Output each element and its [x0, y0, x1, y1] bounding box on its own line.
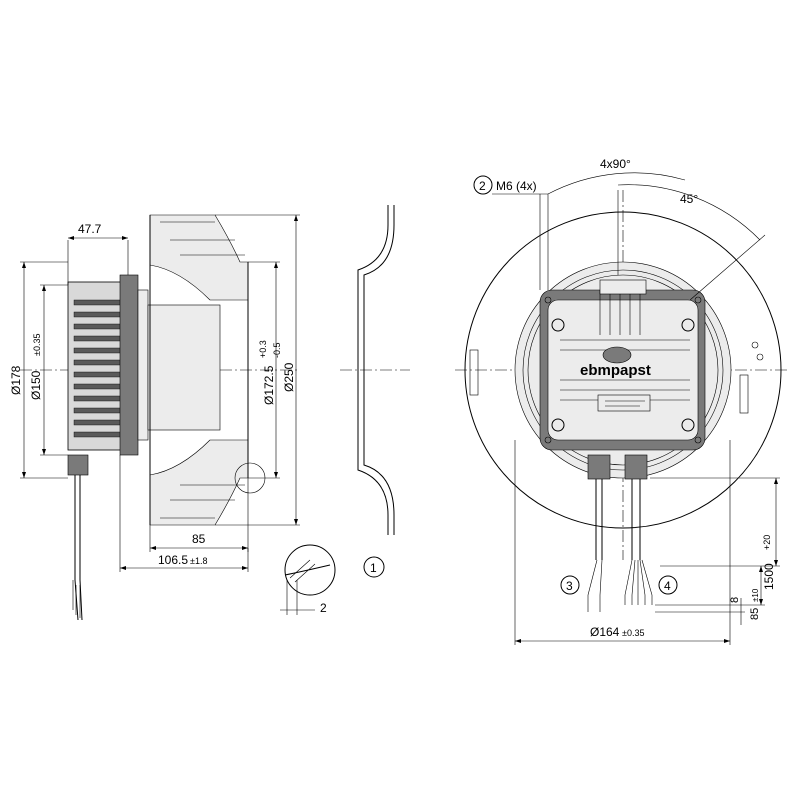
dim-85b-tol: ±10 — [751, 588, 760, 602]
mount-hole-tr — [681, 318, 695, 332]
dim-4x90: 4x90° — [600, 157, 631, 171]
dim-85: 85 — [192, 532, 206, 546]
dim-172-5-tol-plus: +0.3 — [258, 340, 268, 358]
cable-gland — [67, 454, 89, 476]
detail-view-circle — [284, 544, 336, 596]
impeller-upper — [149, 214, 249, 301]
mount-hole-tl — [551, 318, 565, 332]
product-label — [597, 394, 651, 412]
dim-150: Ø150 — [29, 370, 43, 400]
outer-ring — [464, 211, 782, 529]
dim-47-7: 47.7 — [78, 222, 102, 236]
dim-85b: 85 — [749, 608, 761, 620]
rotor — [147, 304, 221, 431]
gland-left — [587, 454, 611, 480]
dim-45: 45° — [680, 192, 698, 206]
dim-106-5: 106.5 — [158, 553, 188, 567]
dim-172-5: Ø172.5 — [262, 365, 276, 405]
callout-1-circle — [363, 556, 385, 578]
brand-logo: ebmpapst — [580, 362, 651, 379]
dim-2: 2 — [320, 601, 327, 615]
inlet-ring-view: 1 — [340, 205, 410, 578]
dim-178: Ø178 — [9, 365, 23, 395]
dim-1500-tol: +20 — [762, 535, 772, 550]
callout-4: 4 — [664, 579, 671, 593]
callout-1: 1 — [370, 561, 377, 575]
arc-4x90 — [547, 172, 686, 195]
dim-150-tol: ±0.35 — [32, 334, 42, 356]
arc-45 — [617, 184, 761, 241]
front-view: ebmpapst 3 4 2 M6 (4x) 4x90° — [455, 157, 790, 645]
dim-106-5-tol: ±1.8 — [190, 556, 207, 566]
dim-172-5-tol-minus: -0.5 — [272, 342, 282, 358]
callout-2: 2 — [479, 179, 486, 193]
label-m6: M6 (4x) — [496, 179, 537, 193]
dim-164-tol: ±0.35 — [622, 628, 644, 638]
detail-marker-circle — [234, 462, 266, 494]
dim-164: Ø164 — [590, 625, 620, 639]
board-traces — [560, 290, 690, 401]
side-view: 47.7 Ø178 Ø150 ±0.35 Ø172.5 +0.3 -0.5 Ø2… — [9, 214, 336, 621]
mount-hole-br — [681, 418, 695, 432]
flange-plate — [119, 274, 139, 456]
cable-3 — [595, 479, 603, 560]
gland-right — [624, 454, 648, 480]
impeller-lower — [149, 439, 249, 526]
inlet-ring-profile — [357, 205, 389, 535]
mount-hole-bl — [551, 418, 565, 432]
cable-4 — [631, 479, 641, 560]
dim-8: 8 — [729, 597, 741, 603]
dim-250: Ø250 — [282, 362, 296, 392]
callout-3: 3 — [566, 579, 573, 593]
dim-1500: 1500 — [762, 563, 776, 590]
connector-block — [599, 279, 647, 295]
